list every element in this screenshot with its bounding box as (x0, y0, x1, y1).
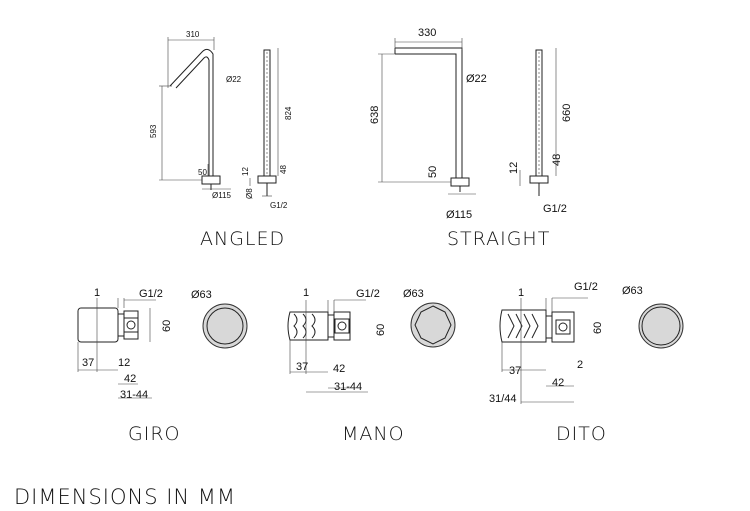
giro-side-drawing (77, 298, 156, 399)
straight-stem-dim: 48 (551, 154, 563, 166)
mano-height-dim: 60 (375, 324, 387, 336)
mano-knob-front (410, 302, 456, 348)
giro-knob-dia-dim: Ø63 (191, 289, 212, 301)
dito-one-dim: 1 (518, 287, 524, 299)
dito-d3144-dim: 31/44 (489, 393, 517, 405)
angled-rod-dia-dim: Ø8 (245, 188, 254, 199)
giro-d37-dim: 37 (82, 357, 94, 369)
straight-reach-dim: 330 (418, 27, 436, 39)
giro-height-dim: 60 (161, 320, 173, 332)
angled-thread-dim: G1/2 (270, 201, 288, 210)
caption-straight: STRAIGHT (447, 228, 550, 250)
dito-d42-dim: 42 (552, 377, 564, 389)
straight-pipe-dia-dim: Ø22 (466, 73, 487, 85)
angled-spout-drawing (159, 37, 231, 190)
dito-d37-dim: 37 (509, 365, 521, 377)
caption-mano: MANO (342, 423, 405, 445)
angled-pipe-dia-dim: Ø22 (226, 75, 242, 84)
straight-front-drawing (519, 48, 557, 196)
angled-reach-dim: 310 (186, 30, 200, 39)
mano-knob-dia-dim: Ø63 (403, 288, 424, 300)
page-title: DIMENSIONS IN MM (14, 485, 236, 509)
giro-knob-front (202, 303, 248, 349)
angled-base-dia-dim: Ø115 (212, 191, 232, 200)
giro-thread-dim: G1/2 (139, 288, 163, 300)
caption-dito: DITO (556, 423, 607, 445)
giro-d3144-dim: 31-44 (120, 389, 148, 401)
straight-base-height-dim: 50 (427, 166, 439, 178)
dito-knob-dia-dim: Ø63 (622, 285, 643, 297)
angled-stem-dim: 48 (279, 165, 288, 174)
angled-total-dim: 824 (284, 106, 293, 120)
mano-thread-dim: G1/2 (356, 288, 380, 300)
straight-height-dim: 638 (369, 106, 381, 124)
dito-d2-dim: 2 (577, 359, 583, 371)
angled-base-height-dim: 50 (198, 168, 207, 177)
straight-plate-dim: 12 (508, 162, 520, 174)
giro-d42-dim: 42 (124, 373, 136, 385)
mano-d37-dim: 37 (296, 361, 308, 373)
straight-spout-drawing (378, 38, 476, 195)
straight-thread-dim: G1/2 (543, 203, 567, 215)
dito-knob-front (638, 303, 684, 349)
mano-one-dim: 1 (303, 287, 309, 299)
mano-side-drawing (287, 299, 368, 393)
angled-plate-dim: 12 (241, 167, 250, 176)
dito-side-drawing (499, 297, 588, 404)
caption-giro: GIRO (128, 423, 180, 445)
straight-total-dim: 660 (561, 104, 573, 122)
caption-angled: ANGLED (200, 228, 285, 250)
mano-d42-dim: 42 (333, 363, 345, 375)
angled-height-dim: 593 (149, 124, 158, 138)
giro-one-dim: 1 (94, 287, 100, 299)
mano-d3144-dim: 31-44 (334, 381, 362, 393)
angled-front-drawing (249, 48, 279, 197)
giro-d12-dim: 12 (118, 357, 130, 369)
straight-base-dia-dim: Ø115 (446, 209, 472, 221)
dito-height-dim: 60 (592, 322, 604, 334)
dito-thread-dim: G1/2 (574, 281, 598, 293)
